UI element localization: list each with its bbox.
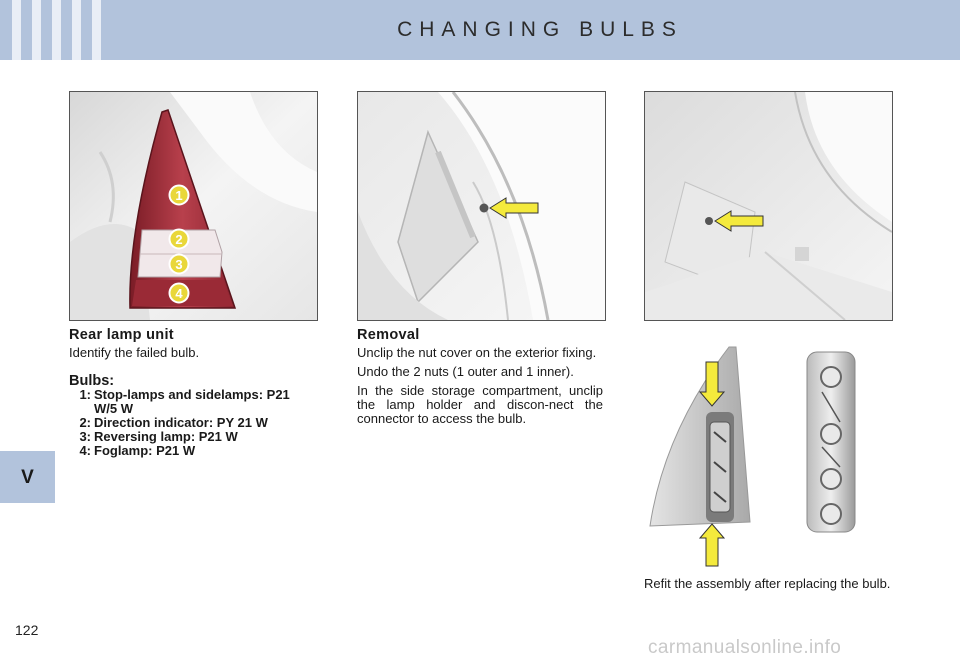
arrow-down-icon: [698, 361, 726, 407]
watermark: carmanualsonline.info: [648, 637, 842, 658]
refit-section: Refit the assembly after replacing the b…: [644, 577, 891, 596]
svg-text:4: 4: [175, 286, 183, 301]
bulbs-list: 1:Stop-lamps and sidelamps: P21 W/5 W 2:…: [69, 388, 319, 458]
page-number: 122: [15, 622, 39, 638]
list-item: 1:Stop-lamps and sidelamps: P21 W/5 W: [79, 387, 290, 416]
removal-section: Removal Unclip the nut cover on the exte…: [357, 328, 603, 431]
exterior-nut: [479, 203, 489, 213]
section-tab: V: [0, 451, 55, 503]
arrow-left-icon: [489, 197, 539, 219]
callout-4: 4: [168, 282, 190, 304]
removal-heading: Removal: [357, 327, 420, 343]
bulb-callouts: 1 2 3 4: [168, 184, 190, 304]
arrow-up-icon: [698, 523, 726, 567]
figure-lamp-holder: [644, 342, 891, 570]
svg-text:3: 3: [175, 257, 182, 272]
rear-lamp-intro: Identify the failed bulb.: [69, 345, 200, 360]
callout-1: 1: [168, 184, 190, 206]
page-title: CHANGING BULBS: [397, 18, 683, 41]
svg-text:2: 2: [175, 232, 182, 247]
arrow-left-icon: [714, 210, 764, 232]
inner-nut: [705, 217, 713, 225]
removal-step: Unclip the nut cover on the exterior fix…: [357, 345, 597, 360]
removal-step: In the side storage compartment, unclip …: [357, 383, 603, 426]
callout-3: 3: [168, 253, 190, 275]
bulbs-heading: Bulbs:: [69, 373, 115, 389]
figure-inner-fixing: [644, 91, 893, 321]
removal-step: Undo the 2 nuts (1 outer and 1 inner).: [357, 364, 574, 379]
list-item: 3:Reversing lamp: P21 W: [79, 429, 238, 444]
rear-lamp-heading: Rear lamp unit: [69, 327, 174, 343]
list-item: 2:Direction indicator: PY 21 W: [79, 415, 268, 430]
refit-text: Refit the assembly after replacing the b…: [644, 576, 891, 591]
rear-lamp-section: Rear lamp unit Identify the failed bulb.…: [69, 328, 319, 458]
figure-rear-lamp: 1 2 3 4: [69, 91, 318, 321]
list-item: 4:Foglamp: P21 W: [79, 443, 196, 458]
page-header: CHANGING BULBS: [0, 0, 960, 60]
figure-exterior-fixing: [357, 91, 606, 321]
svg-text:1: 1: [175, 188, 182, 203]
callout-2: 2: [168, 228, 190, 250]
